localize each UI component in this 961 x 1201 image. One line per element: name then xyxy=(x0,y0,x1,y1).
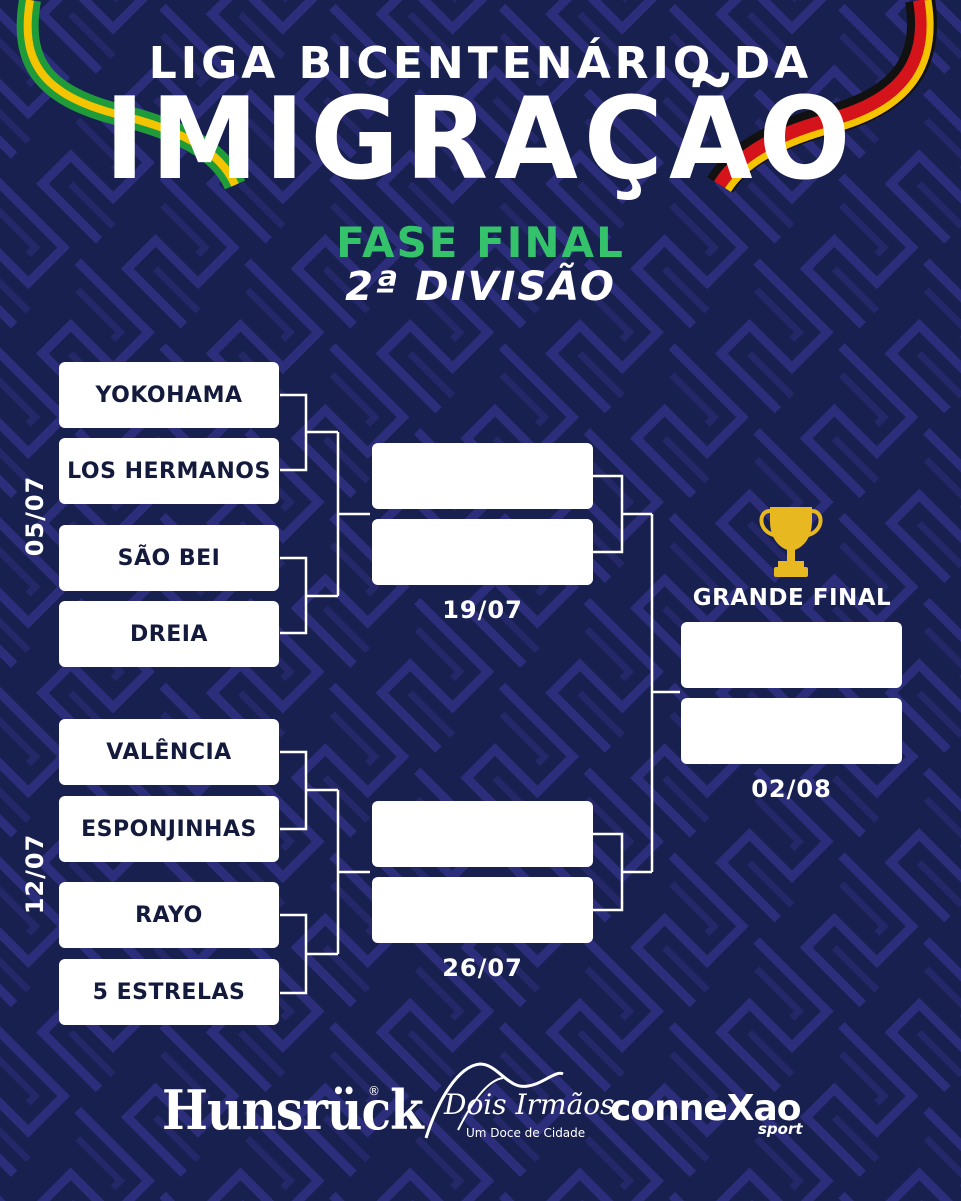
team-slot: ESPONJINHAS xyxy=(59,796,279,862)
sponsor-dois-irmaos-tagline: Um Doce de Cidade xyxy=(466,1126,586,1140)
germany-ribbon xyxy=(707,0,938,194)
final-slot-b xyxy=(681,698,902,764)
division-label: 2ª DIVISÃO xyxy=(345,264,616,310)
sponsor-hunsruck-logo: Hunsrück xyxy=(162,1078,424,1142)
title-line-1: LIGA BICENTENÁRIO DA xyxy=(148,38,813,89)
title-line-2: IMIGRAÇÃO xyxy=(104,73,857,206)
team-slot: RAYO xyxy=(59,882,279,948)
team-slot: LOS HERMANOS xyxy=(59,438,279,504)
semi1-slot-b xyxy=(372,519,593,585)
semi2-date: 26/07 xyxy=(442,954,523,982)
round1-date-bottom: 12/07 xyxy=(21,833,49,915)
team-slot: 5 ESTRELAS xyxy=(59,959,279,1025)
semi2-slot-a xyxy=(372,801,593,867)
brazil-ribbon xyxy=(16,0,246,190)
team-slot: SÃO BEI xyxy=(59,525,279,591)
phase-label: FASE FINAL xyxy=(336,218,625,267)
final-slot-a xyxy=(681,622,902,688)
team-slot: YOKOHAMA xyxy=(59,362,279,428)
sponsor-connexao-logo: conneXao xyxy=(610,1088,802,1129)
dois-irmaos-swoosh-icon xyxy=(424,1062,564,1139)
sponsor-dois-irmaos-logo: Dois Irmãos xyxy=(444,1088,615,1121)
semi2-slot-b xyxy=(372,877,593,943)
team-slot: VALÊNCIA xyxy=(59,719,279,785)
trophy-icon xyxy=(759,507,823,577)
sponsor-connexao-sport: sport xyxy=(758,1120,803,1138)
registered-mark: ® xyxy=(368,1084,380,1098)
final-date: 02/08 xyxy=(751,775,832,803)
semi1-date: 19/07 xyxy=(442,596,523,624)
semi1-slot-a xyxy=(372,443,593,509)
round1-date-top: 05/07 xyxy=(21,475,49,557)
grand-final-label: GRANDE FINAL xyxy=(692,585,892,611)
team-slot: DREIA xyxy=(59,601,279,667)
